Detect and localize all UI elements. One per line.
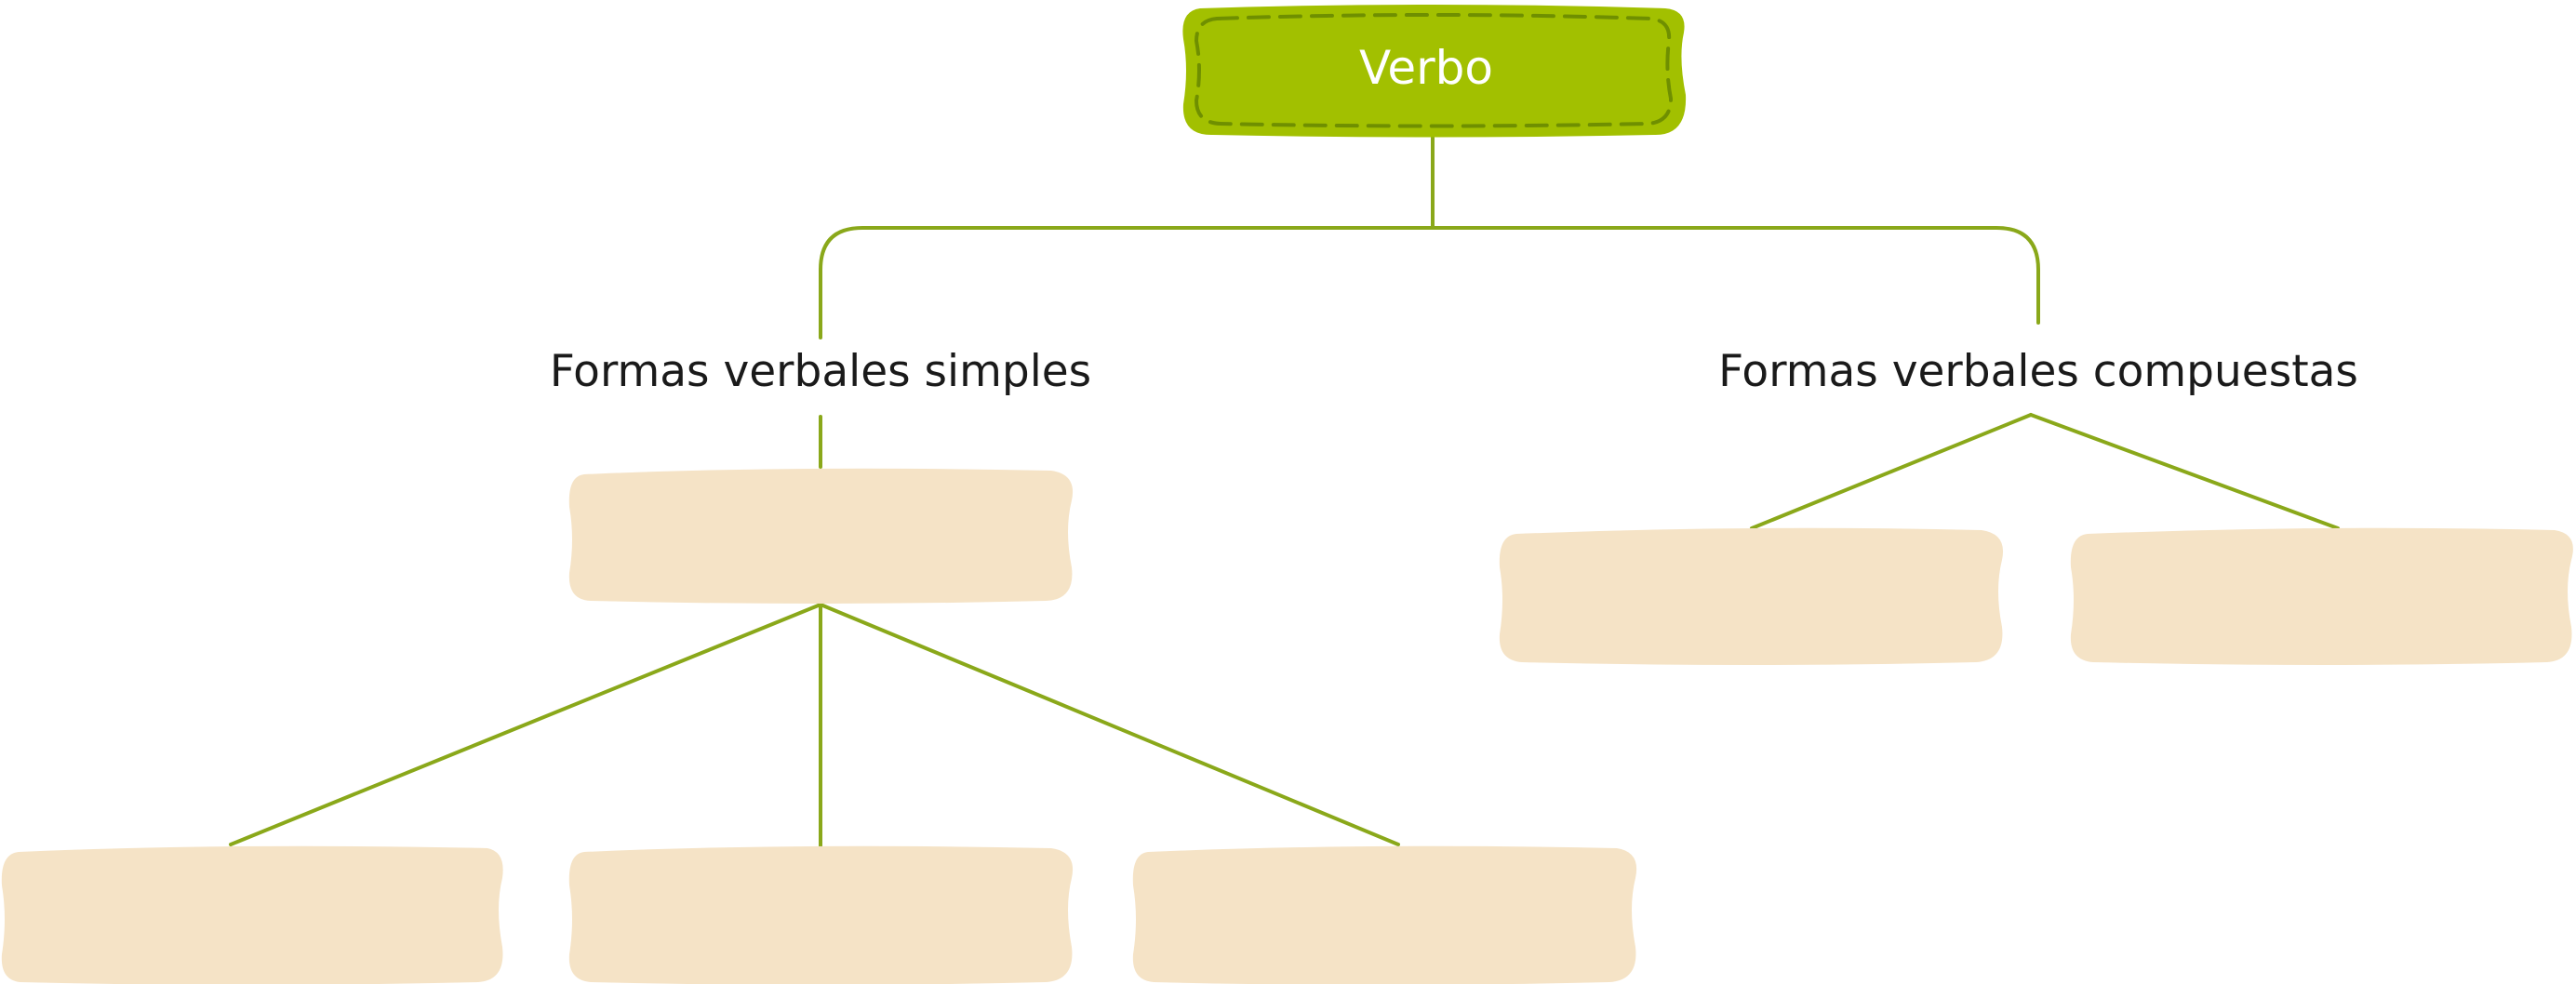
simples-box-center[interactable] — [568, 845, 1073, 984]
simples-box-left[interactable] — [1, 845, 503, 984]
simples-main-box[interactable] — [568, 468, 1074, 604]
simples-fan-left — [229, 603, 822, 846]
compuestas-fan-left — [1750, 413, 2033, 530]
root-label: Verbo — [1359, 41, 1493, 95]
empty-boxes — [1, 468, 2573, 984]
connector-lines — [229, 136, 2340, 850]
root-dashed-border — [1194, 13, 1674, 128]
compuestas-fan-right — [2029, 413, 2340, 530]
compuestas-box-right[interactable] — [2070, 527, 2573, 665]
simples-box-right[interactable] — [1132, 845, 1636, 984]
branch-label-compuestas: Formas verbales compuestas — [1718, 346, 2358, 397]
root-box — [1182, 5, 1687, 138]
root-node[interactable]: Verbo — [1182, 5, 1687, 138]
compuestas-box-left[interactable] — [1499, 527, 2004, 665]
branch-label-simples: Formas verbales simples — [550, 346, 1091, 397]
branch-bracket — [819, 226, 2040, 339]
simples-fan-right — [819, 603, 1400, 846]
